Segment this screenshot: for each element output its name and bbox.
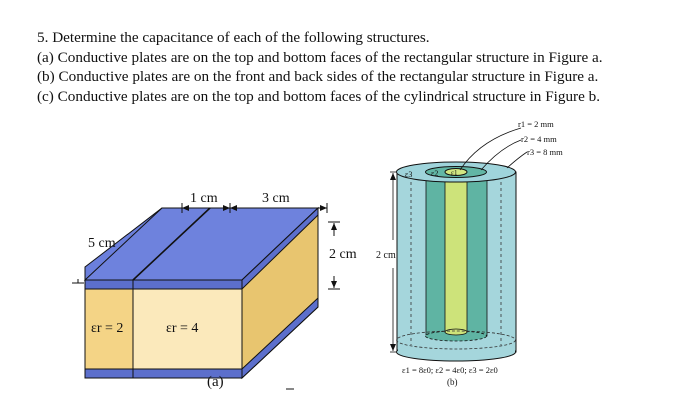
eps-values-caption: ε1 = 8ε0; ε2 = 4ε0; ε3 = 2ε0 (402, 365, 498, 375)
dim-cyl-height: 2 cm (376, 250, 396, 261)
problem-statement: 5. Determine the capacitance of each of … (37, 28, 677, 106)
label-eps1: ε1 (451, 169, 458, 177)
radius-r2: r2 = 4 mm (521, 134, 557, 144)
label-eps3: ε3 (405, 170, 412, 179)
cylinder-inner (444, 171, 468, 333)
problem-part-c: (c) Conductive plates are on the top and… (37, 87, 601, 105)
figure-a: 1 cm 3 cm 5 cm 2 cm εr = 2 εr = 4 (a) (72, 191, 357, 390)
dim-height: 2 cm (329, 247, 357, 262)
figure-a-caption: (a) (207, 374, 224, 390)
figure-b-caption: (b) (447, 377, 458, 387)
radius-r3: r3 = 8 mm (527, 147, 563, 157)
figure-b: ε3 ε2 ε1 r1 = 2 mm r2 = 4 mm r3 = 8 mm 2… (376, 119, 563, 387)
problem-part-b: (b) Conductive plates are on the front a… (37, 68, 599, 86)
problem-part-a: (a) Conductive plates are on the top and… (37, 48, 603, 66)
dim-width-left: 1 cm (190, 191, 218, 206)
label-eps2: ε2 (431, 169, 438, 178)
dim-width-right: 3 cm (262, 191, 290, 206)
eps-left-label: εr = 2 (91, 321, 123, 336)
dim-depth: 5 cm (88, 236, 116, 251)
front-bottom-plate (84, 368, 243, 379)
radius-r1: r1 = 2 mm (518, 119, 554, 129)
front-top-plate (84, 279, 243, 290)
problem-question: 5. Determine the capacitance of each of … (37, 29, 430, 46)
eps-right-label: εr = 4 (166, 321, 198, 336)
